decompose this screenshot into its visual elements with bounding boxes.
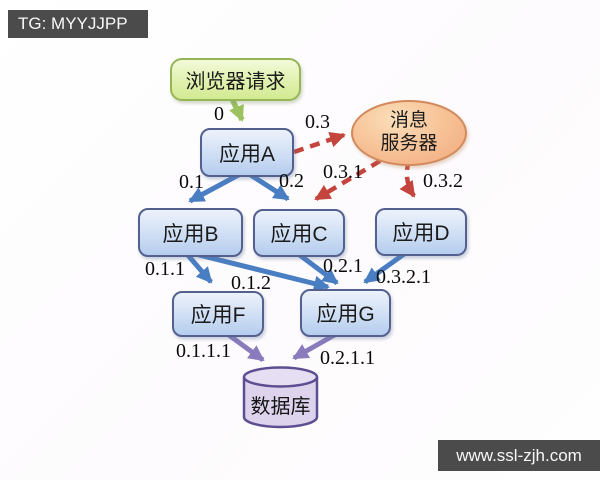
node-app-f-label: 应用F bbox=[190, 304, 246, 327]
node-browser-request-label: 浏览器请求 bbox=[185, 71, 286, 93]
edge-label-0-1: 0.1 bbox=[179, 171, 204, 193]
edge-appB-appF bbox=[184, 251, 213, 284]
watermark-url-text: www.ssl-zjh.com bbox=[456, 445, 582, 465]
edge-label-0-3-2: 0.3.2 bbox=[423, 170, 463, 192]
node-message-server-label-line1: 消息 bbox=[389, 110, 428, 132]
edge-appB-appG bbox=[190, 250, 330, 292]
database-cylinder-icon bbox=[242, 366, 319, 429]
edge-label-0-3-1: 0.3.1 bbox=[323, 161, 363, 183]
node-app-c-label: 应用C bbox=[270, 223, 328, 246]
edge-label-0-1-2: 0.1.2 bbox=[231, 272, 271, 294]
edge-msgServer-appC bbox=[314, 159, 382, 201]
node-app-a: 应用A bbox=[200, 128, 294, 177]
watermark-top-text: TG: MYYJJPP bbox=[18, 14, 128, 33]
node-app-a-label: 应用A bbox=[218, 142, 275, 166]
node-app-d: 应用D bbox=[375, 208, 467, 256]
edge-appC-appG bbox=[295, 251, 339, 285]
edge-appG-database bbox=[292, 330, 340, 361]
edge-label-0-2-1-1: 0.2.1.1 bbox=[320, 347, 375, 369]
node-app-g-label: 应用G bbox=[316, 303, 375, 326]
edge-appA-msgServer bbox=[293, 131, 346, 155]
node-app-g: 应用G bbox=[300, 289, 391, 337]
watermark-url-banner: www.ssl-zjh.com bbox=[438, 440, 600, 471]
node-message-server: 消息 服务器 bbox=[351, 100, 467, 166]
watermark-top-banner: TG: MYYJJPP bbox=[8, 10, 148, 38]
edge-appD-appG bbox=[363, 249, 409, 285]
node-message-server-label-line2: 服务器 bbox=[380, 133, 438, 154]
edge-label-0: 0 bbox=[214, 103, 224, 125]
node-database-label: 数据库 bbox=[250, 396, 311, 418]
edge-label-0-3: 0.3 bbox=[305, 111, 330, 133]
edge-label-0-2-1: 0.2.1 bbox=[323, 255, 363, 277]
node-app-b-label: 应用B bbox=[162, 222, 219, 246]
edge-label-0-1-1: 0.1.1 bbox=[145, 258, 185, 280]
edge-label-0-2: 0.2 bbox=[279, 170, 304, 192]
node-app-d-label: 应用D bbox=[392, 222, 450, 245]
edge-label-0-1-1-1: 0.1.1.1 bbox=[176, 340, 231, 362]
node-app-f: 应用F bbox=[172, 291, 264, 337]
node-app-c: 应用C bbox=[253, 209, 345, 257]
edge-label-0-3-2-1: 0.3.2.1 bbox=[376, 266, 431, 288]
node-app-b: 应用B bbox=[138, 208, 243, 257]
node-database: 数据库 bbox=[242, 366, 319, 430]
node-browser-request: 浏览器请求 bbox=[170, 58, 301, 101]
edge-appF-database bbox=[224, 330, 265, 363]
